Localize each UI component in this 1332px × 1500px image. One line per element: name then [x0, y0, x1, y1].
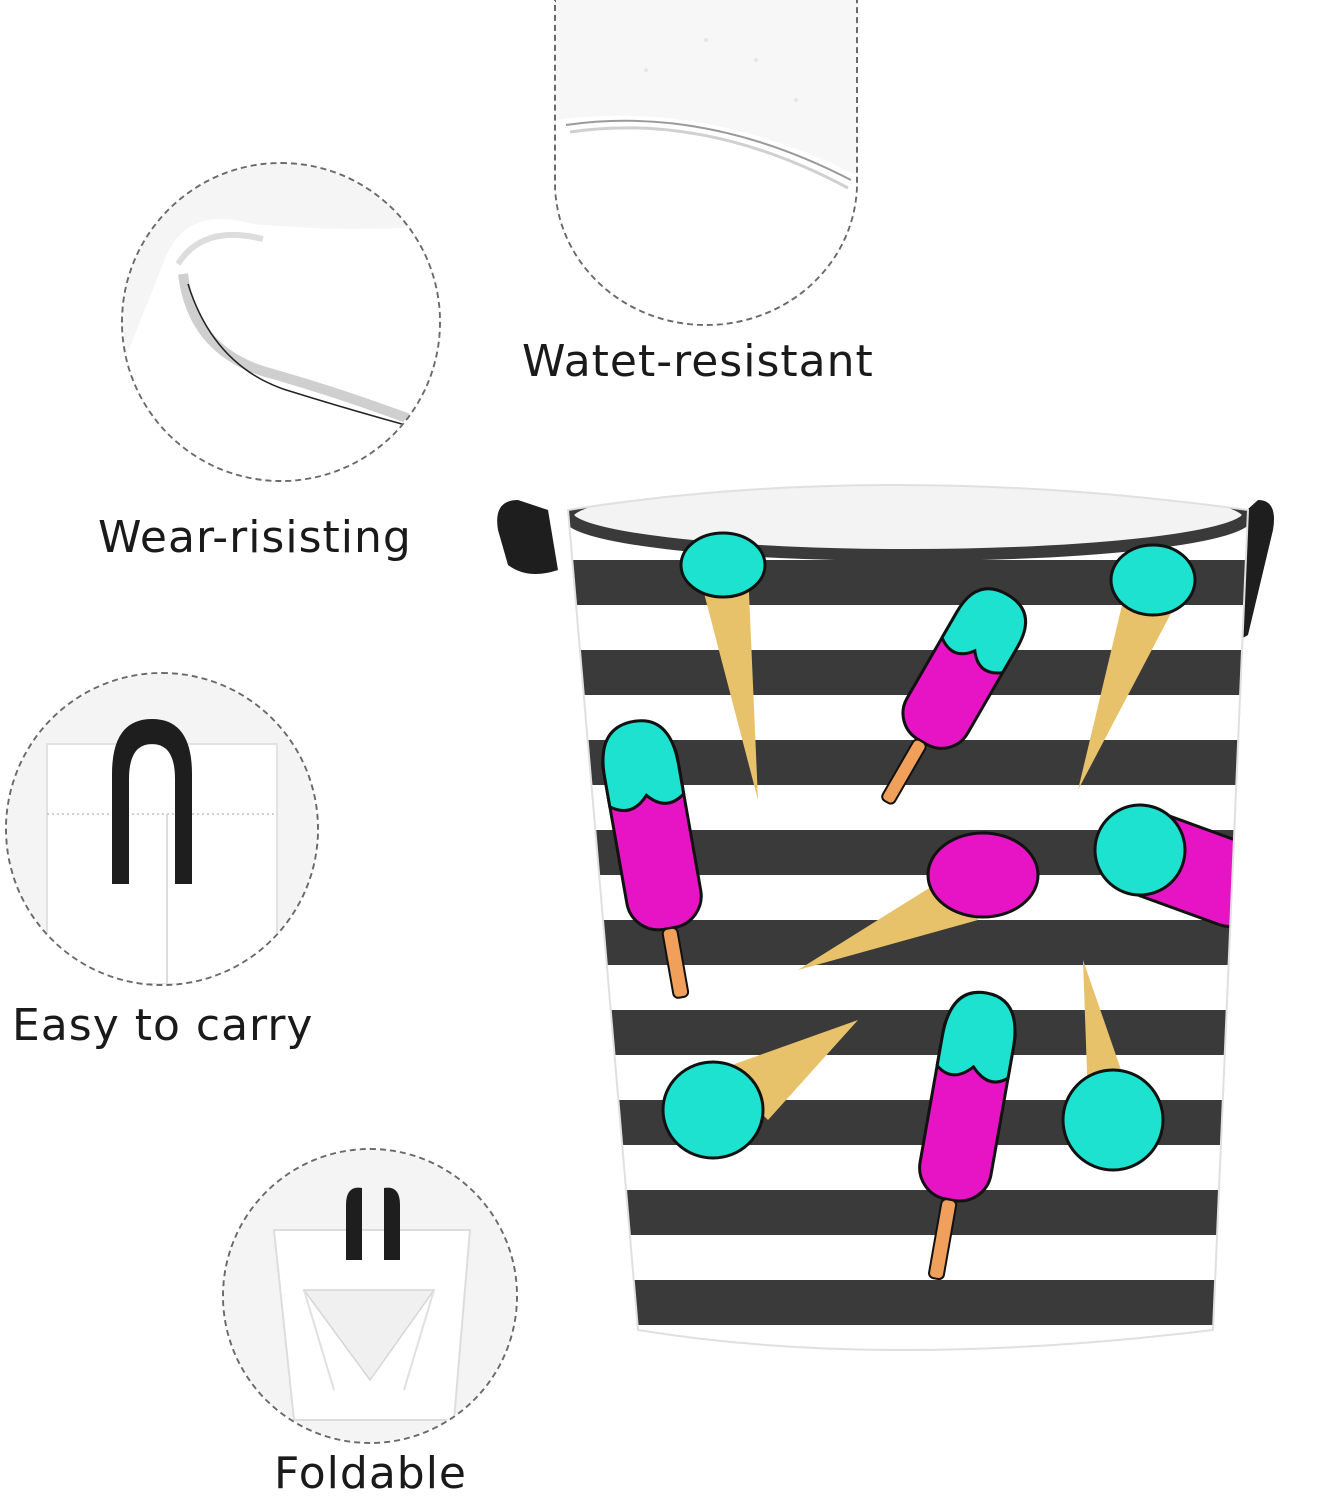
easy-to-carry-detail-image: [5, 672, 319, 986]
wear-resisting-label: Wear-risisting: [98, 512, 412, 563]
foldable-detail-icon: [224, 1150, 516, 1442]
wear-resisting-detail-icon: [123, 164, 439, 480]
water-resistant-label: Watet-resistant: [522, 336, 874, 387]
foldable-detail-image: [222, 1148, 518, 1444]
water-resistant-detail-icon: [556, 0, 856, 324]
water-resistant-detail-image: [554, 0, 858, 326]
easy-to-carry-label: Easy to carry: [12, 1000, 314, 1051]
easy-to-carry-detail-icon: [7, 674, 317, 984]
wear-resisting-detail-image: [121, 162, 441, 482]
foldable-label: Foldable: [274, 1448, 468, 1499]
ice-cream-striped-basket-icon: [497, 484, 1274, 1351]
laundry-basket-product-image: [488, 470, 1278, 1370]
